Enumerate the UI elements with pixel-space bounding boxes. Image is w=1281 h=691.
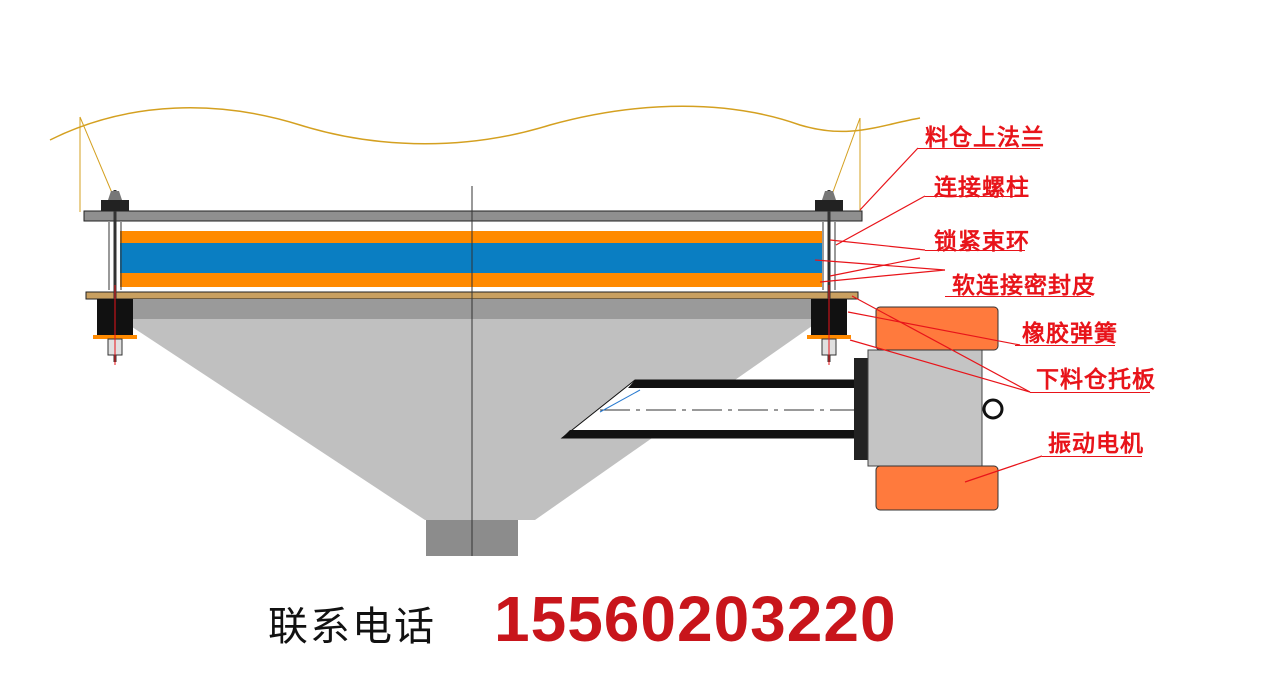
upper-silo-wave: [49, 105, 921, 145]
leader-lines: [814, 147, 1043, 483]
hopper-cone: [120, 319, 822, 520]
motor-body: [867, 349, 983, 467]
label-vibration-motor: 振动电机: [1048, 431, 1144, 457]
motor-bottom-weight: [875, 465, 999, 511]
contact-label: 联系电话: [268, 604, 436, 650]
left-nut-top: [101, 200, 129, 211]
label-hopper-upper-flange: 料仓上法兰: [925, 125, 1045, 151]
clamp-ring-bottom: [120, 273, 822, 287]
right-nut-top: [815, 200, 843, 211]
hopper-rim: [120, 299, 822, 319]
flexible-seal-band: [120, 243, 822, 273]
label-lower-hopper-plate: 下料仓托板: [1036, 367, 1156, 393]
label-rubber-spring: 橡胶弹簧: [1022, 321, 1118, 347]
motor-flange: [854, 358, 868, 460]
label-flexible-seal: 软连接密封皮: [952, 273, 1096, 299]
clamp-ring-top: [120, 231, 822, 243]
contact-phone-number: 15560203220: [494, 583, 897, 655]
upper-flange-plate: [83, 210, 863, 222]
motor-lifting-eye: [982, 398, 1004, 420]
